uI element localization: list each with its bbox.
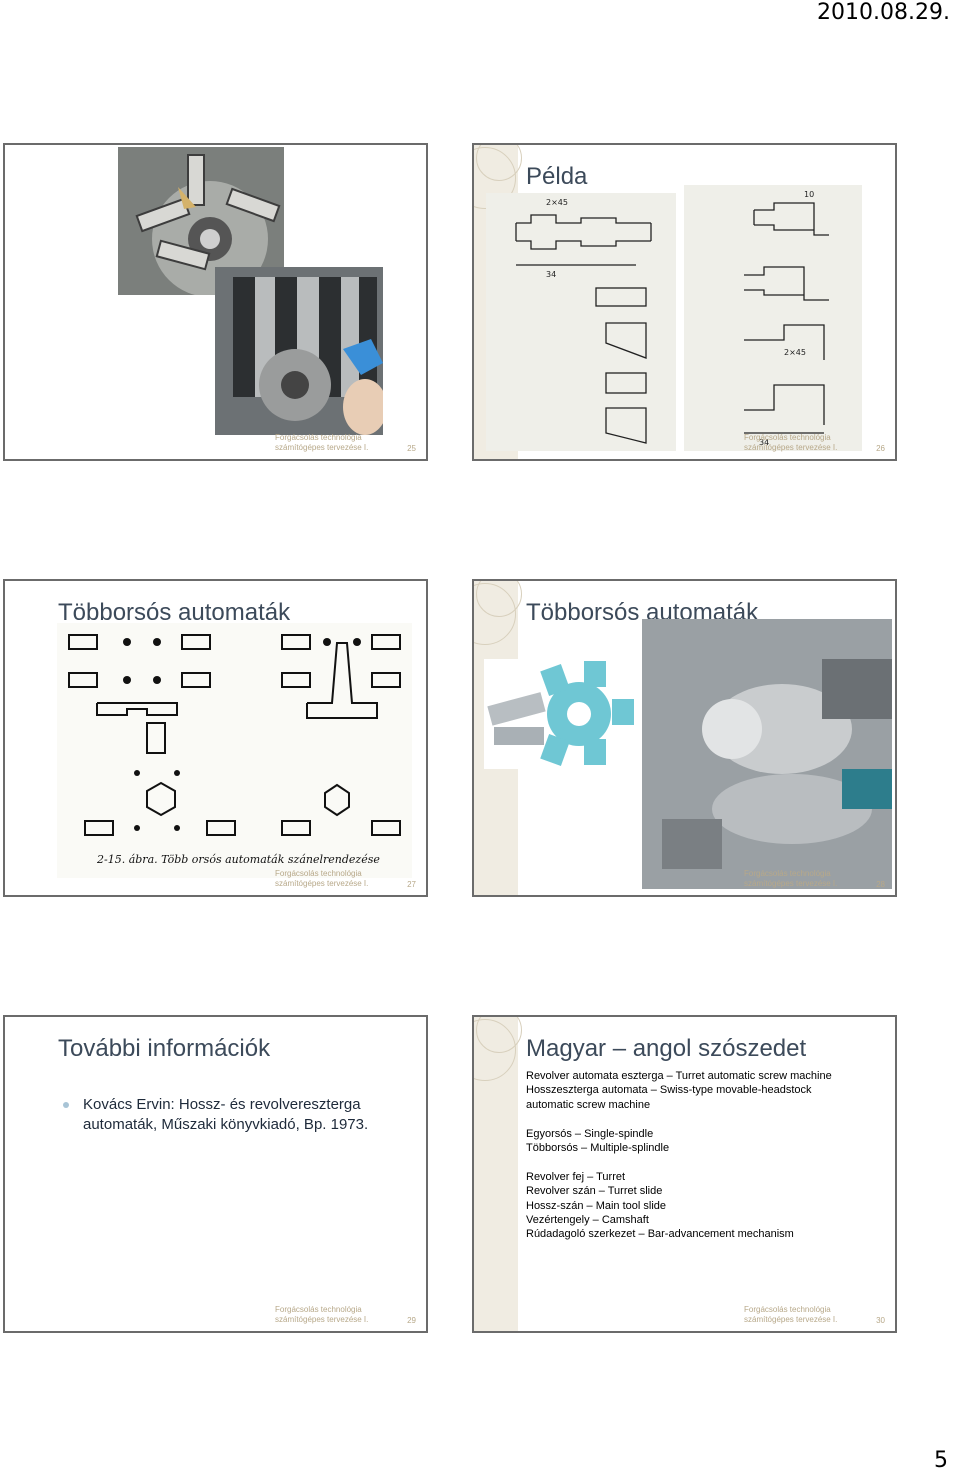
glossary-line <box>526 1112 832 1126</box>
glossary-line <box>526 1155 832 1169</box>
glossary-line: Hosszeszterga automata – Swiss-type mova… <box>526 1084 812 1097</box>
technical-drawing-right: 10 2×45 34 <box>684 185 862 451</box>
figure-caption: 2-15. ábra. Több orsós automaták szánelr… <box>96 853 380 866</box>
bullet-item: Kovács Ervin: Hossz- és revolvereszterga… <box>63 1095 413 1135</box>
slide-footer: Forgácsolás technológia számítógépes ter… <box>275 1305 369 1324</box>
svg-text:34: 34 <box>759 438 769 447</box>
page-number: 5 <box>934 1448 948 1473</box>
slide-footer: Forgácsolás technológia számítógépes ter… <box>275 869 369 888</box>
glossary-list: Revolver automata eszterga – Turret auto… <box>526 1069 832 1242</box>
bullet-icon <box>63 1102 69 1108</box>
slide-25: Forgácsolás technológia számítógépes ter… <box>3 143 428 461</box>
glossary-line: Revolver fej – Turret <box>526 1170 626 1183</box>
glossary-line: Revolver szán – Turret slide <box>526 1185 663 1198</box>
svg-text:10: 10 <box>804 190 814 199</box>
slide-number: 29 <box>407 1316 416 1325</box>
slide-number: 26 <box>876 444 885 453</box>
slide-title: Magyar – angol szószedet <box>526 1035 807 1062</box>
glossary-line: Rúdadagoló szerkezet – Bar-advancement m… <box>526 1228 794 1241</box>
slide-number: 28 <box>876 880 885 889</box>
slide-number: 27 <box>407 880 416 889</box>
slide-28: Többorsós automaták <box>472 579 897 897</box>
slide-26: Példa 2×45 34 <box>472 143 897 461</box>
slide-footer: Forgácsolás technológia számítógépes ter… <box>744 433 838 452</box>
glossary-line: Vezértengely – Camshaft <box>526 1214 649 1227</box>
machine-photo-turret <box>118 147 284 295</box>
svg-text:2×45: 2×45 <box>546 198 568 207</box>
glossary-line: Hossz-szán – Main tool slide <box>526 1199 667 1212</box>
slide-number: 30 <box>876 1316 885 1325</box>
technical-drawing-left: 2×45 34 <box>486 193 676 451</box>
slide-30: Magyar – angol szószedet Revolver automa… <box>472 1015 897 1333</box>
slide-27: Többorsós automaták <box>3 579 428 897</box>
glossary-line: Egyorsós – Single-spindle <box>526 1127 654 1140</box>
svg-text:2×45: 2×45 <box>784 348 806 357</box>
spindle-render <box>484 659 644 769</box>
slide-title: Példa <box>526 163 588 190</box>
slide-number: 25 <box>407 444 416 453</box>
header-date: 2010.08.29. <box>817 0 950 25</box>
machine-photo-slides <box>215 267 383 435</box>
machine-photo <box>642 619 892 889</box>
slide-footer: Forgácsolás technológia számítógépes ter… <box>744 869 838 888</box>
slide-title: További információk <box>58 1035 271 1062</box>
multi-spindle-diagram: 2-15. ábra. Több orsós automaták szánelr… <box>57 623 412 878</box>
slide-footer: Forgácsolás technológia számítógépes ter… <box>744 1305 838 1324</box>
glossary-line: Többorsós – Multiple-splindle <box>526 1142 670 1155</box>
slide-29: További információk Kovács Ervin: Hossz-… <box>3 1015 428 1333</box>
slide-footer: Forgácsolás technológia számítógépes ter… <box>275 433 369 452</box>
glossary-line: automatic screw machine <box>526 1098 651 1111</box>
slide-title: Többorsós automaták <box>58 599 291 626</box>
svg-text:34: 34 <box>546 270 556 279</box>
glossary-line: Revolver automata eszterga – Turret auto… <box>526 1070 832 1082</box>
